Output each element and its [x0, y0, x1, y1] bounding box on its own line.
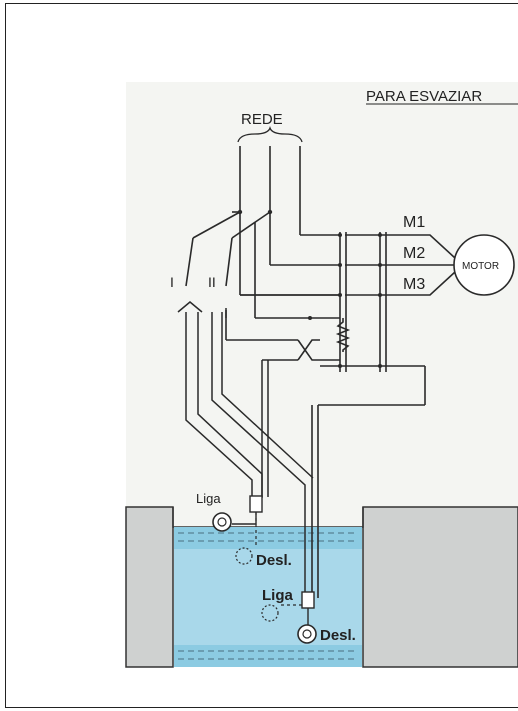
float-upper-off: [235, 547, 253, 565]
float-lower-off: [297, 624, 317, 644]
motor-symbol: [453, 234, 515, 296]
terminal-m1-label: M1: [403, 214, 425, 231]
supply-label: REDE: [241, 111, 283, 128]
switch-one-label: I: [170, 274, 174, 290]
float-lower-on: [261, 604, 279, 622]
switch-two-label: II: [208, 274, 216, 290]
supply-brace: [237, 125, 303, 143]
float-cables: [177, 301, 314, 598]
float-upper-on: [212, 512, 232, 532]
water-surface: [174, 527, 362, 549]
ground-left: [125, 506, 174, 668]
supply-lines: [185, 146, 340, 319]
float-switch-upper-body: [249, 495, 263, 513]
float-switch-lower-body: [301, 591, 315, 609]
diagram-title: PARA ESVAZIAR: [366, 88, 482, 105]
terminal-m2-label: M2: [403, 245, 425, 262]
water-bottom-level: [174, 645, 362, 667]
water-tank: [174, 527, 362, 667]
motor-label: MOTOR: [462, 261, 499, 272]
terminal-m3-label: M3: [403, 276, 425, 293]
float-lower-on-label: Liga: [262, 587, 293, 604]
float-lower-off-label: Desl.: [320, 627, 356, 644]
float-upper-on-label: Liga: [196, 491, 221, 506]
float-upper-off-label: Desl.: [256, 552, 292, 569]
ground-right: [362, 506, 518, 668]
